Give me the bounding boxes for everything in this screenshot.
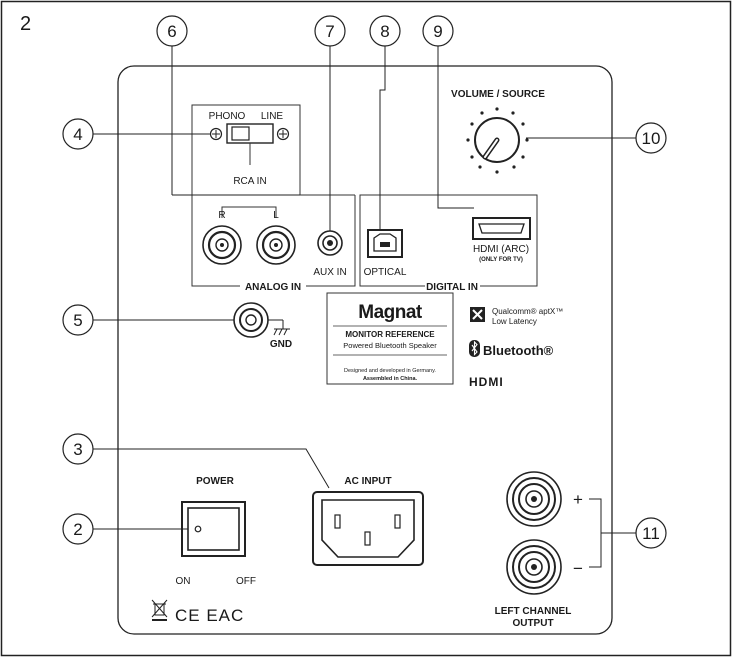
- compliance-marks: CE EAC: [151, 599, 244, 625]
- optical-input[interactable]: OPTICAL: [364, 229, 407, 278]
- callout-4: 4: [62, 118, 94, 150]
- rca-left-label: L: [273, 210, 279, 221]
- volume-source-knob[interactable]: VOLUME / SOURCE: [451, 89, 545, 174]
- callout-5: 5: [62, 304, 94, 336]
- leader-lines: [93, 45, 636, 568]
- model-subtitle: Powered Bluetooth Speaker: [343, 341, 437, 350]
- svg-text:9: 9: [433, 22, 442, 41]
- speaker-output-terminals: + − LEFT CHANNEL OUTPUT: [495, 471, 583, 629]
- callout-11: 11: [635, 517, 667, 549]
- phono-line-switch[interactable]: PHONO LINE RCA IN: [209, 111, 290, 187]
- speaker-terminal-negative[interactable]: [506, 539, 562, 595]
- digital-in-label: DIGITAL IN: [426, 282, 478, 293]
- digital-in-section: DIGITAL IN: [359, 194, 538, 293]
- svg-text:6: 6: [167, 22, 176, 41]
- brand-plate: Magnat MONITOR REFERENCE Powered Bluetoo…: [326, 292, 454, 385]
- aux-in-label: AUX IN: [313, 267, 346, 278]
- callout-6: 6: [156, 15, 188, 47]
- svg-text:5: 5: [73, 311, 82, 330]
- model-name: MONITOR REFERENCE: [345, 330, 435, 339]
- svg-text:7: 7: [325, 22, 334, 41]
- rca-right-jack[interactable]: [202, 225, 242, 265]
- hdmi-logo: HDMI: [469, 375, 504, 389]
- svg-text:2: 2: [73, 520, 82, 539]
- svg-text:3: 3: [73, 440, 82, 459]
- weee-bin-icon: [151, 599, 168, 621]
- callout-3: 3: [62, 433, 94, 465]
- callout-8: 8: [369, 15, 401, 47]
- rca-left-jack[interactable]: [256, 225, 296, 265]
- gnd-label: GND: [270, 339, 292, 350]
- line-label: LINE: [261, 111, 284, 122]
- callout-9: 9: [422, 15, 454, 47]
- aux-in-jack[interactable]: AUX IN: [313, 230, 347, 278]
- ground-terminal[interactable]: GND: [233, 302, 292, 350]
- svg-text:4: 4: [73, 125, 82, 144]
- callout-7: 7: [314, 15, 346, 47]
- designed-in-text: Designed and developed in Germany.: [344, 368, 436, 374]
- svg-text:8: 8: [380, 22, 389, 41]
- only-for-tv-label: (ONLY FOR TV): [479, 257, 523, 263]
- power-on-label: ON: [176, 576, 191, 587]
- aptx-line1: Qualcomm® aptX™: [492, 307, 563, 316]
- ce-eac-marks: CE EAC: [175, 606, 244, 625]
- analog-in-section: ANALOG IN: [191, 104, 356, 293]
- power-switch[interactable]: POWER ON OFF: [176, 476, 257, 587]
- volume-source-label: VOLUME / SOURCE: [451, 89, 545, 100]
- callout-10: 10: [635, 122, 667, 154]
- ac-input-label: AC INPUT: [344, 476, 391, 487]
- figure-number: 2: [20, 13, 31, 35]
- output-label: OUTPUT: [512, 618, 553, 629]
- svg-text:10: 10: [642, 129, 661, 148]
- bluetooth-wordmark: Bluetooth®: [483, 343, 554, 358]
- callout-markers: 6 7 8 9 4 5 3 2 10 11: [62, 15, 667, 549]
- rca-right-label: R: [218, 210, 225, 221]
- hdmi-arc-label: HDMI (ARC): [473, 244, 529, 255]
- analog-in-label: ANALOG IN: [245, 282, 301, 293]
- callout-2: 2: [62, 513, 94, 545]
- rca-inputs: R L: [202, 206, 296, 265]
- ground-symbol-icon: [273, 328, 290, 336]
- switch-slider[interactable]: [231, 126, 250, 141]
- positive-label: +: [573, 490, 583, 509]
- ac-input-socket[interactable]: AC INPUT: [312, 476, 424, 566]
- power-off-label: OFF: [236, 576, 256, 587]
- optical-label: OPTICAL: [364, 267, 407, 278]
- hdmi-arc-port[interactable]: HDMI (ARC) (ONLY FOR TV): [472, 217, 531, 263]
- feature-logos: Qualcomm® aptX™ Low Latency Bluetooth® H…: [469, 307, 563, 389]
- svg-text:11: 11: [642, 524, 660, 543]
- phono-label: PHONO: [209, 111, 246, 122]
- rca-in-label: RCA IN: [233, 176, 266, 187]
- amplifier-panel: [117, 65, 613, 635]
- aptx-line2: Low Latency: [492, 317, 537, 326]
- left-channel-label: LEFT CHANNEL: [495, 606, 572, 617]
- assembled-in-text: Assembled in China.: [363, 376, 418, 382]
- magnat-logo: Magnat: [358, 302, 423, 323]
- negative-label: −: [573, 559, 583, 578]
- power-label: POWER: [196, 476, 235, 487]
- bluetooth-icon: [469, 340, 480, 357]
- speaker-terminal-positive[interactable]: [506, 471, 562, 527]
